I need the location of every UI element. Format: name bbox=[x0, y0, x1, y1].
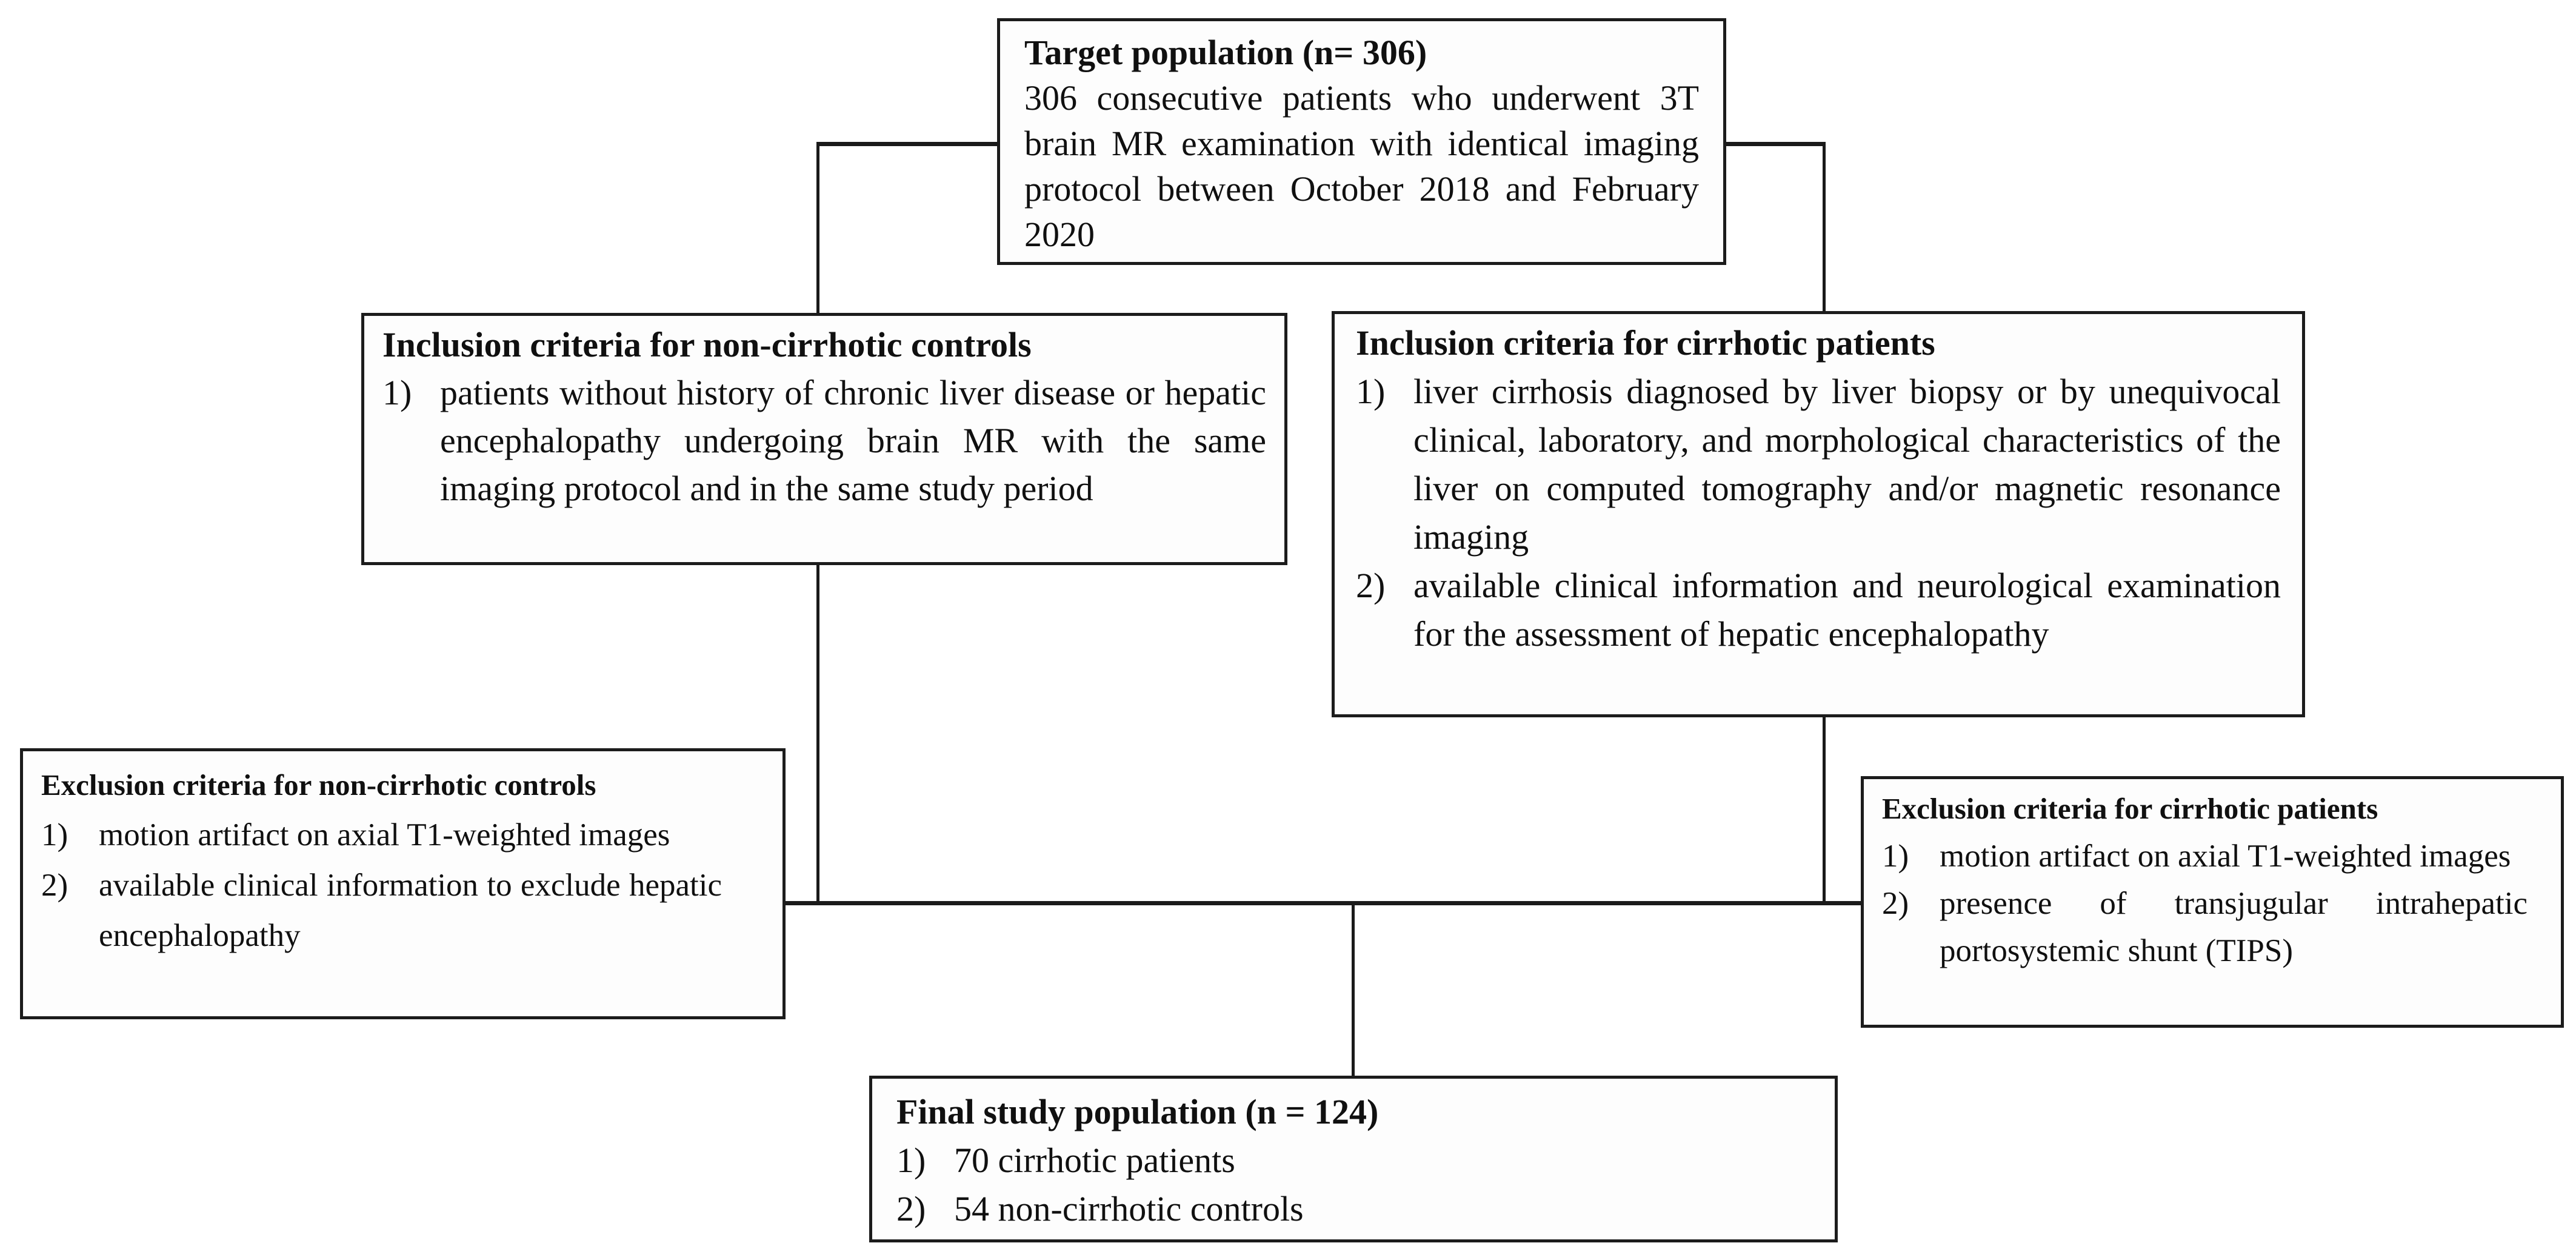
exclusion-noncirrhotic-title: Exclusion criteria for non-cirrhotic con… bbox=[41, 768, 596, 802]
list-item: 2) available clinical information and ne… bbox=[1356, 561, 2281, 658]
final-study-population-box: Final study population (n = 124) 1) 70 c… bbox=[869, 1076, 1838, 1242]
exclusion-cirrhotic-box: Exclusion criteria for cirrhotic patient… bbox=[1861, 776, 2564, 1028]
connector-target-to-left-vertical bbox=[816, 142, 819, 313]
list-item-marker: 1) bbox=[382, 373, 412, 412]
list-item: 2) presence of transjugular intrahepatic… bbox=[1882, 880, 2528, 974]
list-item-text: 70 cirrhotic patients bbox=[954, 1141, 1235, 1180]
list-item: 1) 70 cirrhotic patients bbox=[896, 1136, 1810, 1185]
list-item-text: motion artifact on axial T1-weighted ima… bbox=[1940, 839, 2511, 874]
list-item: 1) liver cirrhosis diagnosed by liver bi… bbox=[1356, 367, 2281, 561]
list-item-marker: 2) bbox=[1356, 566, 1386, 605]
list-item-text: motion artifact on axial T1-weighted ima… bbox=[99, 817, 670, 853]
list-item: 2) 54 non-cirrhotic controls bbox=[896, 1185, 1810, 1233]
final-study-population-title: Final study population (n = 124) bbox=[896, 1092, 1379, 1131]
connector-right-inclusion-drop bbox=[1823, 717, 1826, 905]
list-item-marker: 1) bbox=[41, 817, 68, 853]
list-item: 2) available clinical information to exc… bbox=[41, 860, 722, 961]
inclusion-noncirrhotic-box: Inclusion criteria for non-cirrhotic con… bbox=[361, 313, 1287, 565]
list-item: 1) motion artifact on axial T1-weighted … bbox=[41, 810, 722, 860]
connector-merge-horizontal bbox=[786, 901, 1861, 905]
connector-to-final-box bbox=[1352, 905, 1355, 1076]
list-item-marker: 1) bbox=[1882, 839, 1909, 874]
connector-left-inclusion-drop bbox=[816, 565, 819, 905]
exclusion-cirrhotic-title: Exclusion criteria for cirrhotic patient… bbox=[1882, 792, 2378, 825]
list-item-text: liver cirrhosis diagnosed by liver biops… bbox=[1413, 372, 2281, 557]
connector-target-to-right-horizontal bbox=[1726, 142, 1826, 146]
list-item: 1) patients without history of chronic l… bbox=[382, 369, 1266, 512]
list-item-text: presence of transjugular intrahepatic po… bbox=[1940, 886, 2528, 968]
target-population-title: Target population (n= 306) bbox=[1024, 33, 1427, 72]
list-item-marker: 1) bbox=[896, 1141, 926, 1180]
list-item-text: available clinical information to exclud… bbox=[99, 868, 722, 953]
list-item-text: patients without history of chronic live… bbox=[440, 373, 1266, 508]
connector-target-to-left-horizontal bbox=[816, 142, 997, 146]
list-item-marker: 2) bbox=[896, 1189, 926, 1228]
list-item-text: 54 non-cirrhotic controls bbox=[954, 1189, 1304, 1228]
list-item: 1) motion artifact on axial T1-weighted … bbox=[1882, 833, 2528, 880]
exclusion-noncirrhotic-box: Exclusion criteria for non-cirrhotic con… bbox=[20, 748, 786, 1019]
connector-target-to-right-vertical bbox=[1823, 142, 1826, 311]
list-item-marker: 2) bbox=[1882, 886, 1909, 921]
target-population-description: 306 consecutive patients who underwent 3… bbox=[1024, 78, 1699, 254]
inclusion-noncirrhotic-title: Inclusion criteria for non-cirrhotic con… bbox=[382, 325, 1032, 364]
inclusion-cirrhotic-title: Inclusion criteria for cirrhotic patient… bbox=[1356, 323, 1935, 363]
list-item-marker: 2) bbox=[41, 868, 68, 903]
list-item-text: available clinical information and neuro… bbox=[1413, 566, 2281, 654]
target-population-box: Target population (n= 306) 306 consecuti… bbox=[997, 18, 1726, 265]
inclusion-cirrhotic-box: Inclusion criteria for cirrhotic patient… bbox=[1332, 311, 2305, 717]
list-item-marker: 1) bbox=[1356, 372, 1386, 411]
